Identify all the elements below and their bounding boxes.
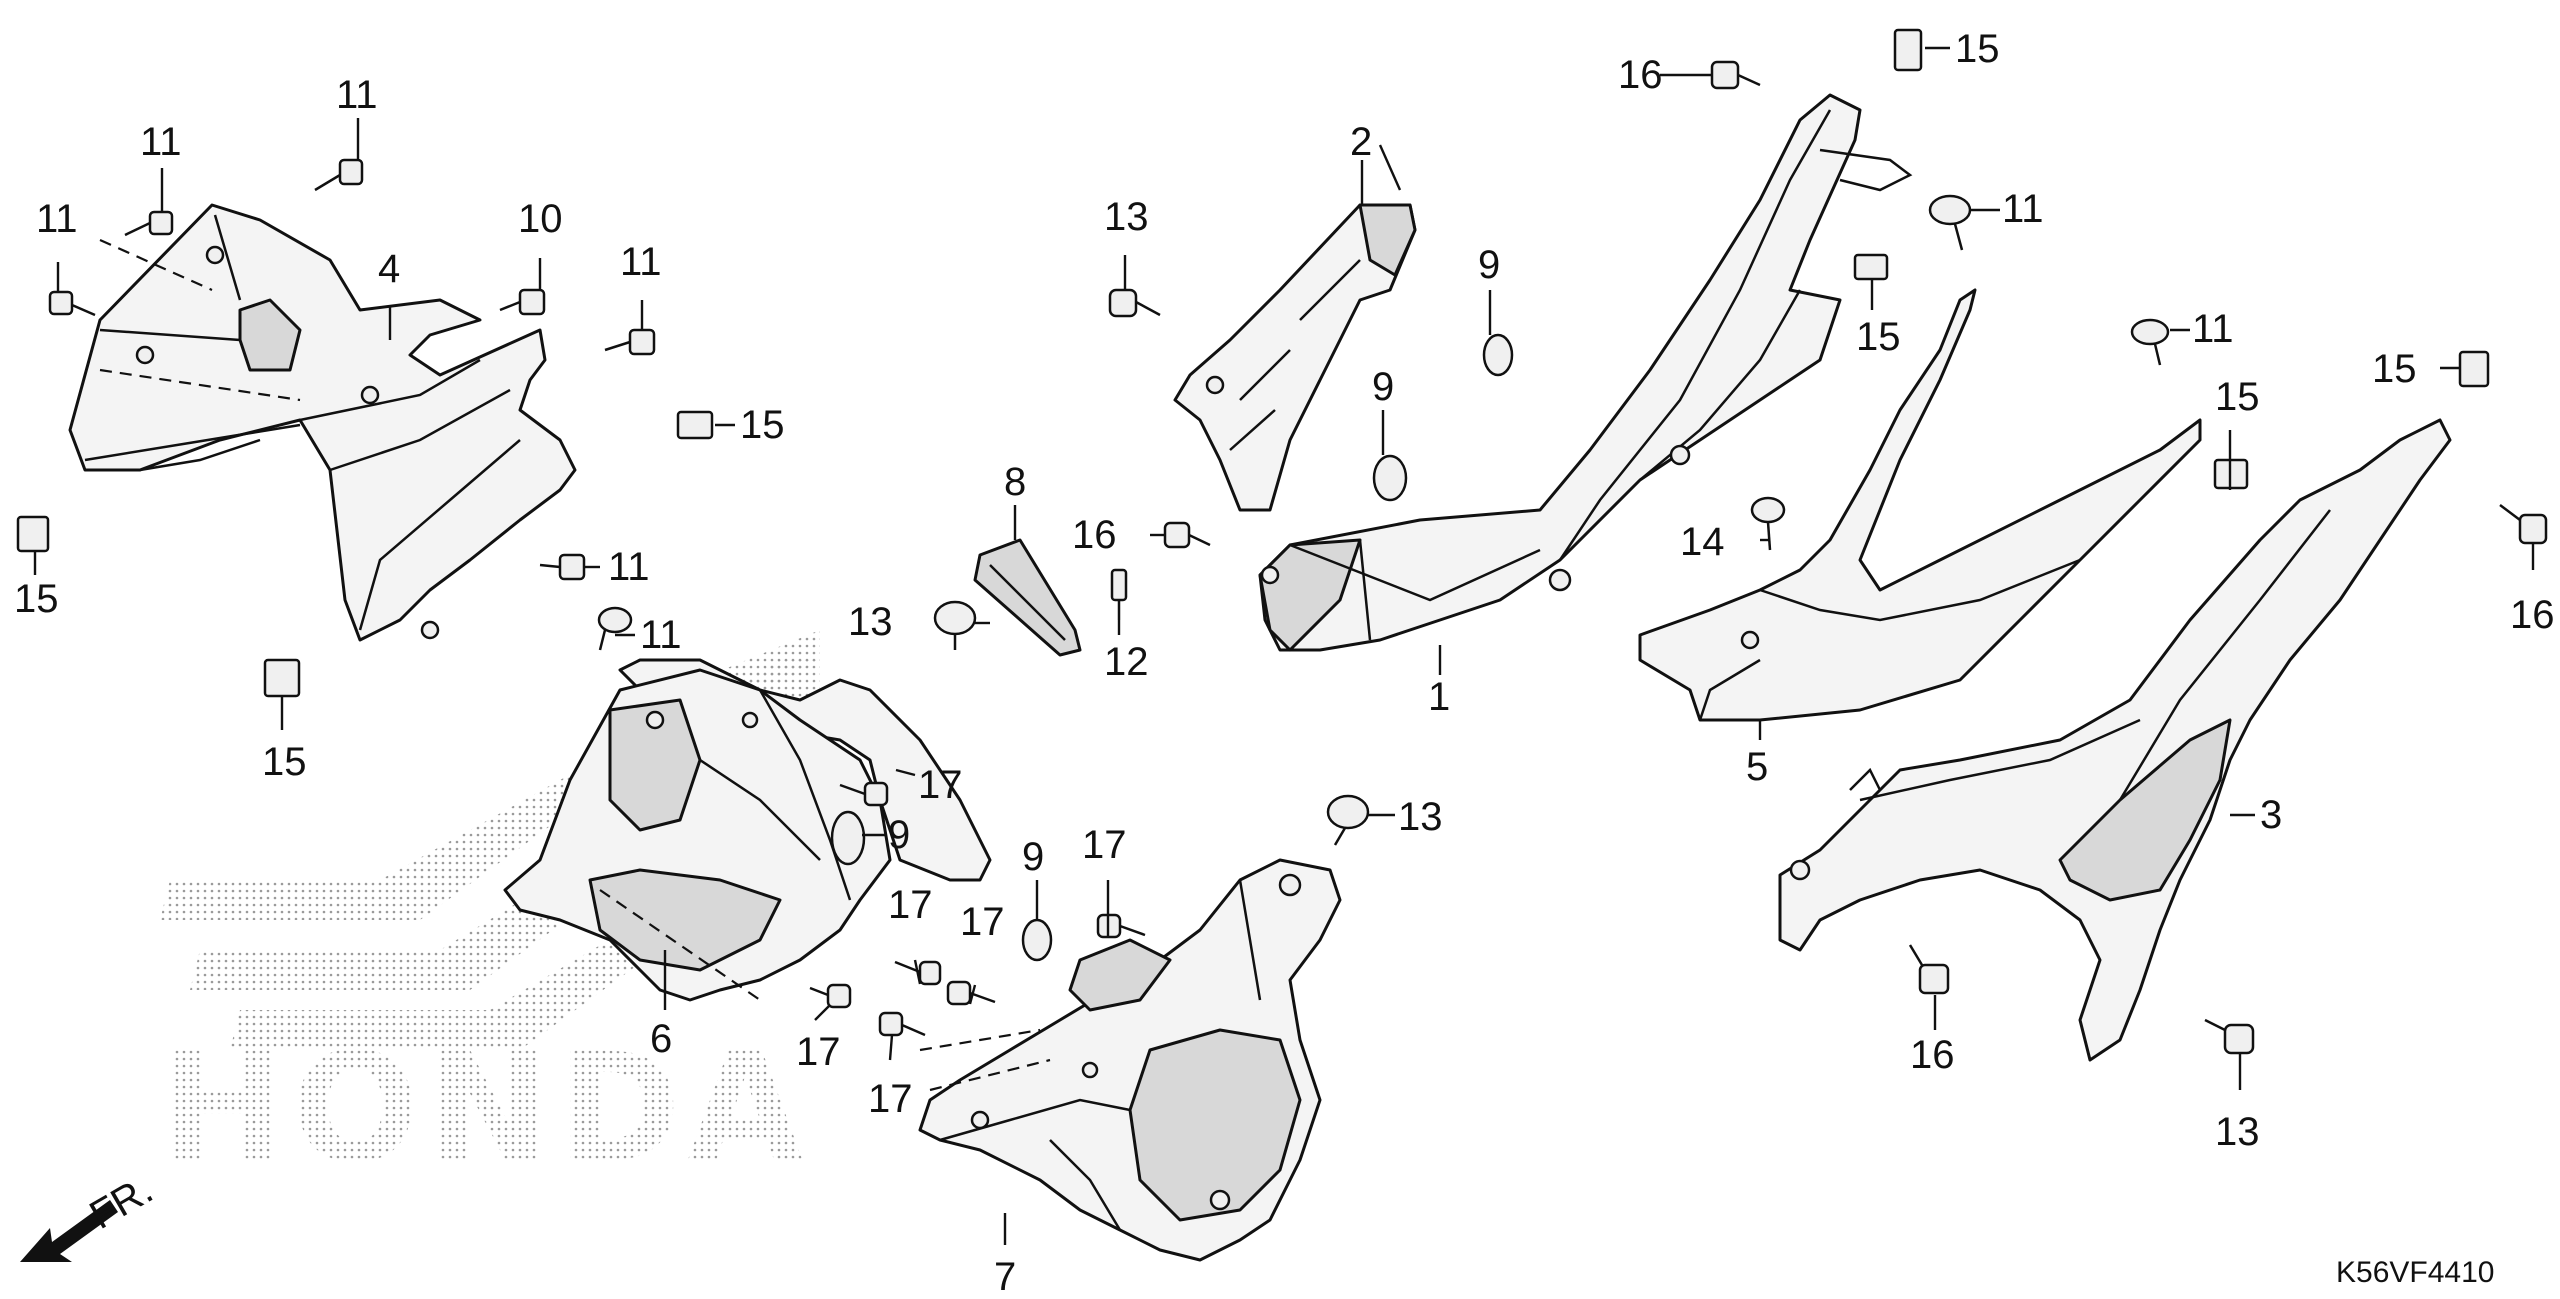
screw-14 <box>1750 496 1786 551</box>
callout-16a: 16 <box>1618 53 1663 97</box>
callout-17d-top: 17 <box>1082 823 1127 867</box>
bolt-11d <box>604 328 656 356</box>
part-3-side-cover <box>1778 418 2452 1062</box>
clip-15g <box>2458 350 2490 388</box>
clip-15c <box>263 658 301 698</box>
clip-15b <box>16 515 50 553</box>
callout-1: 1 <box>1428 675 1450 719</box>
part-6-inner-lower-cover <box>503 658 992 1002</box>
screw-17f <box>878 1011 926 1037</box>
callout-15c: 15 <box>262 740 307 784</box>
callout-17e: 17 <box>796 1030 841 1074</box>
callout-11e: 11 <box>608 545 650 589</box>
callout-16d: 16 <box>1910 1033 1955 1077</box>
callout-17a: 17 <box>918 763 963 807</box>
callout-15g: 15 <box>2372 347 2417 391</box>
callout-5: 5 <box>1746 745 1768 789</box>
callout-11g: 11 <box>2002 187 2044 231</box>
screw-17b <box>894 960 942 986</box>
callout-17b: 17 <box>888 883 933 927</box>
part-5-floor-panel <box>1638 288 2202 722</box>
callout-9a: 9 <box>1478 243 1500 287</box>
callout-13a: 13 <box>1104 195 1149 239</box>
clip-15d <box>1893 28 1923 72</box>
part-4-inner-cover <box>68 203 577 642</box>
pin-12 <box>1110 568 1128 620</box>
bolt-11c <box>48 290 96 317</box>
callout-14: 14 <box>1680 520 1725 564</box>
callout-11a: 11 <box>140 120 182 164</box>
callout-11f: 11 <box>640 613 682 657</box>
callout-15d: 15 <box>1955 27 2000 71</box>
honda-logo-text: HONDA <box>160 1022 809 1196</box>
callout-4: 4 <box>378 247 400 291</box>
bolt-16b <box>1163 521 1211 549</box>
callout-16c: 16 <box>2510 593 2555 637</box>
callout-11c: 11 <box>36 197 78 241</box>
callout-13c: 13 <box>1398 795 1443 839</box>
leader-lines <box>33 46 2535 1245</box>
screw-17d <box>1096 913 1146 939</box>
callout-7: 7 <box>994 1255 1016 1299</box>
callout-9d: 9 <box>1022 835 1044 879</box>
callout-9c: 9 <box>888 813 910 857</box>
bolt-13c <box>1326 794 1370 846</box>
part-8-bracket <box>973 538 1082 657</box>
bolt-16a <box>1710 60 1761 90</box>
bolt-11e <box>539 553 586 581</box>
callouts: 11 11 11 10 11 4 15 15 11 11 15 2 13 9 9… <box>14 27 2555 1299</box>
callout-16b: 16 <box>1072 513 1117 557</box>
bolt-10 <box>499 288 546 316</box>
callout-11d: 11 <box>620 240 662 284</box>
callout-15a: 15 <box>740 403 785 447</box>
clip-15a <box>676 410 714 440</box>
screw-17a <box>839 781 889 807</box>
callout-17c: 17 <box>960 900 1005 944</box>
callout-3: 3 <box>2260 793 2282 837</box>
callout-17f: 17 <box>868 1077 913 1121</box>
bolt-11b <box>314 158 364 192</box>
callout-2: 2 <box>1350 120 1372 164</box>
callout-8: 8 <box>1004 460 1026 504</box>
callout-11h: 11 <box>2192 307 2234 351</box>
screw-17e <box>809 983 852 1009</box>
grommet-9a <box>1482 333 1514 377</box>
screw-17c <box>946 980 996 1006</box>
callout-13b: 13 <box>848 600 893 644</box>
grommet-9b <box>1372 454 1408 502</box>
diagram-code: K56VF4410 <box>2336 1256 2494 1289</box>
part-2-upper-cover <box>1173 203 1417 512</box>
callout-12: 12 <box>1104 640 1149 684</box>
callout-10: 10 <box>518 197 563 241</box>
bolt-13b <box>933 600 977 650</box>
callout-9b: 9 <box>1372 365 1394 409</box>
bolt-16c <box>2499 504 2548 545</box>
bolt-11a <box>124 210 174 237</box>
part-1-side-frame-cover <box>1258 93 1913 652</box>
bolt-11h <box>2130 318 2170 366</box>
callout-15b: 15 <box>14 577 59 621</box>
bolt-16d <box>1908 944 1950 995</box>
bolt-13d <box>2204 1018 2255 1055</box>
callout-15f: 15 <box>2215 375 2260 419</box>
callout-13d: 13 <box>2215 1110 2260 1154</box>
clip-15e <box>1853 253 1889 281</box>
hardware <box>16 28 2548 1055</box>
front-arrow: FR. <box>20 1167 160 1262</box>
callout-6: 6 <box>650 1017 672 1061</box>
grommet-9c <box>830 810 866 866</box>
callout-11b: 11 <box>336 73 378 117</box>
bolt-13a <box>1108 288 1161 318</box>
bolt-11g <box>1928 194 1972 251</box>
bolt-11f <box>597 606 633 651</box>
honda-wing-watermark: HONDA <box>160 630 820 1196</box>
grommet-9d <box>1021 918 1053 962</box>
callout-15e: 15 <box>1856 315 1901 359</box>
part-7-lower-front-cover <box>918 858 1342 1262</box>
